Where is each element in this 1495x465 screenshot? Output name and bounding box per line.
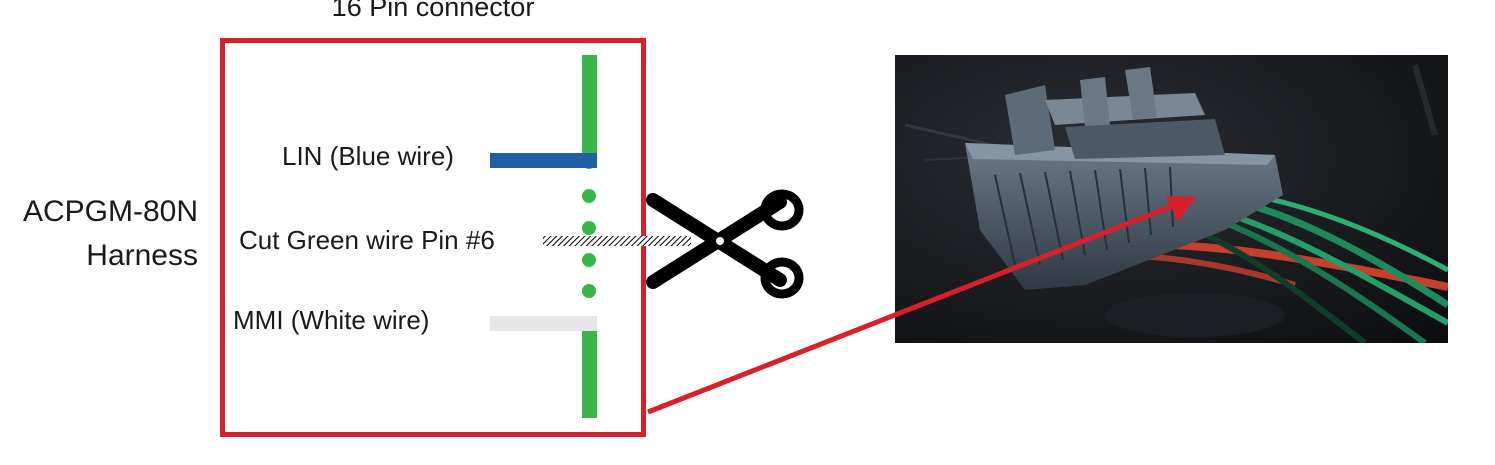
green-pin-line-top: [582, 55, 597, 155]
lin-wire-label: LIN (Blue wire): [282, 141, 454, 171]
scissors-icon: [646, 189, 804, 299]
lin-blue-wire: [490, 153, 597, 168]
diagram-title: 16 Pin connector: [331, 0, 535, 22]
connector-photo-illustration: [895, 55, 1448, 343]
mmi-wire-label: MMI (White wire): [233, 305, 430, 335]
harness-label: ACPGM-80N Harness: [0, 190, 198, 278]
cut-green-wire-label: Cut Green wire Pin #6: [239, 225, 495, 255]
cut-line: [543, 236, 691, 246]
harness-label-model: ACPGM-80N: [22, 195, 198, 228]
green-pin-line-bottom: [582, 330, 597, 418]
pointer-arrow: [647, 196, 1196, 415]
connector-photo: [895, 55, 1448, 343]
mmi-white-wire: [490, 316, 597, 331]
harness-label-harness: Harness: [86, 239, 198, 272]
